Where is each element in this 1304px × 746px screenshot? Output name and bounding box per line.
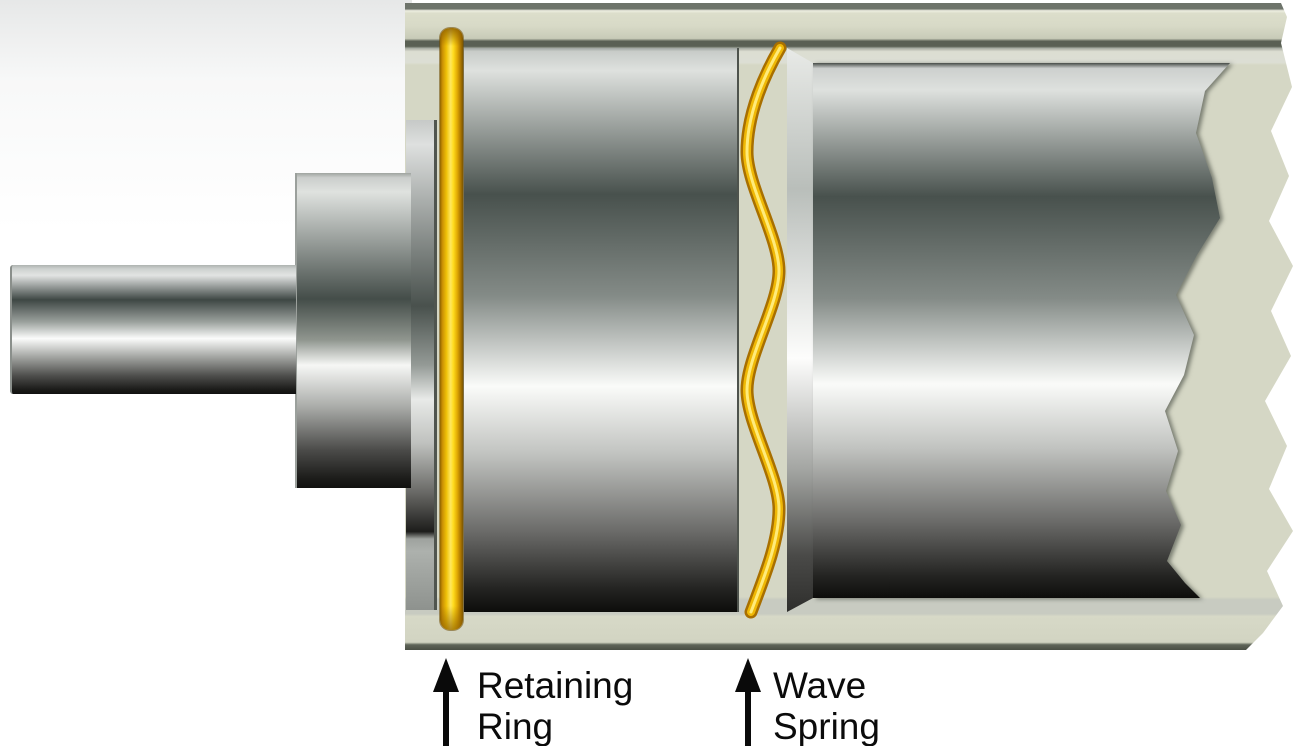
retaining-ring-label-line2: Ring [477,706,554,746]
wave-spring-label: Wave Spring [773,665,880,746]
right-bearing-cylinder [813,63,1232,598]
wave-spring-arrow-icon [735,658,761,692]
retaining-ring-label-line1: Retaining [477,665,634,706]
wave-spring [740,41,787,619]
retaining-ring-label: Retaining Ring [477,665,633,746]
retaining-ring-arrow-stem [443,690,449,746]
retaining-ring-arrow-icon [433,658,459,692]
bore-spacer-strip [406,120,437,610]
wave-spring-label-line2: Spring [773,706,880,746]
wave-spring-arrow-stem [745,690,751,746]
retaining-ring [440,28,463,630]
left-bearing-cylinder [463,48,739,612]
shaft [10,265,296,394]
right-cylinder-torn-section [813,63,1230,598]
right-cylinder-chamfer-edge [787,48,813,612]
wave-spring-label-line1: Wave [773,665,867,706]
shaft-collar [295,173,411,488]
